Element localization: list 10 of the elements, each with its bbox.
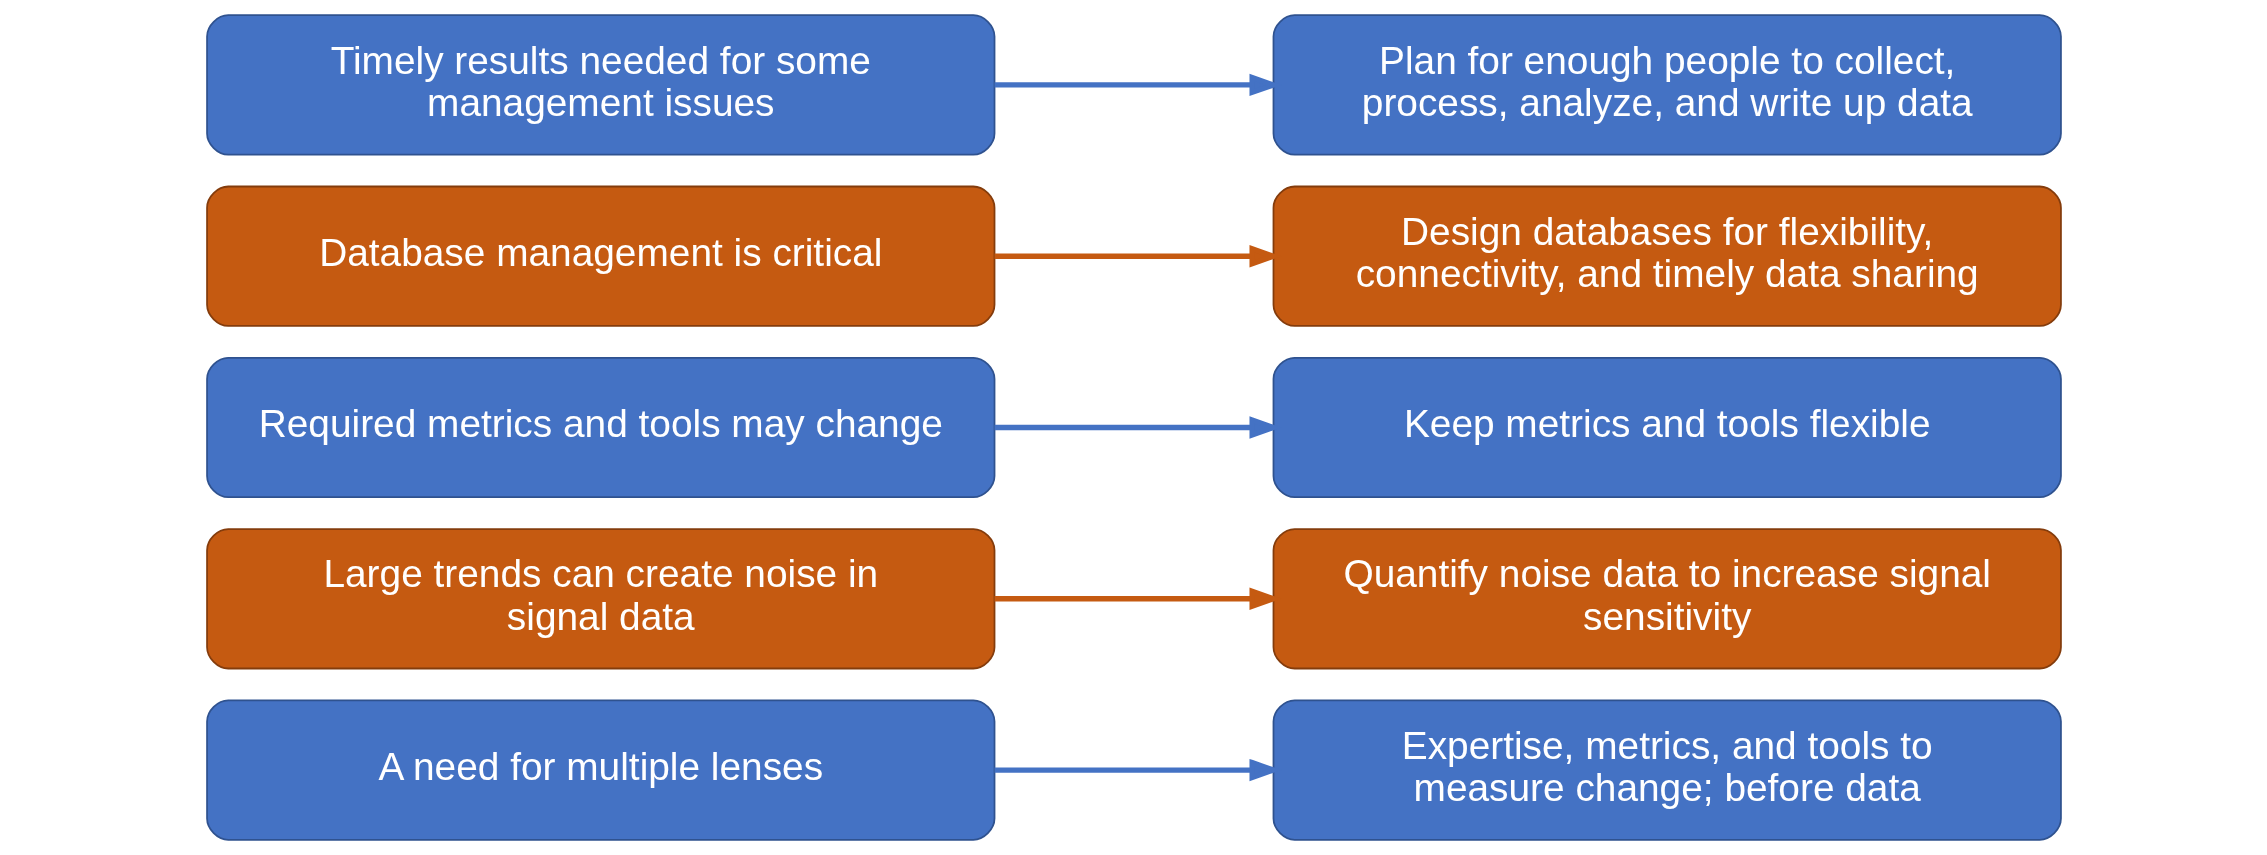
node-box: Expertise, metrics, and tools to measure change; before data <box>1272 699 2062 841</box>
node-box: Design databases for flexibility, connectivity, and timely data sharing <box>1272 185 2062 327</box>
node-box: Database management is critical <box>205 185 995 327</box>
node-box: Required metrics and tools may change <box>205 356 995 499</box>
node-box: Plan for enough people to collect, process, analyze, and write up data <box>1272 14 2062 156</box>
node-box: Large trends can create noise in signal data <box>205 528 995 670</box>
node-box: Timely results needed for some management issues <box>205 14 995 156</box>
node-box: Keep metrics and tools flexible <box>1272 356 2062 499</box>
node-box: A need for multiple lenses <box>205 699 995 841</box>
node-box: Quantify noise data to increase signal sensitivity <box>1272 528 2062 670</box>
